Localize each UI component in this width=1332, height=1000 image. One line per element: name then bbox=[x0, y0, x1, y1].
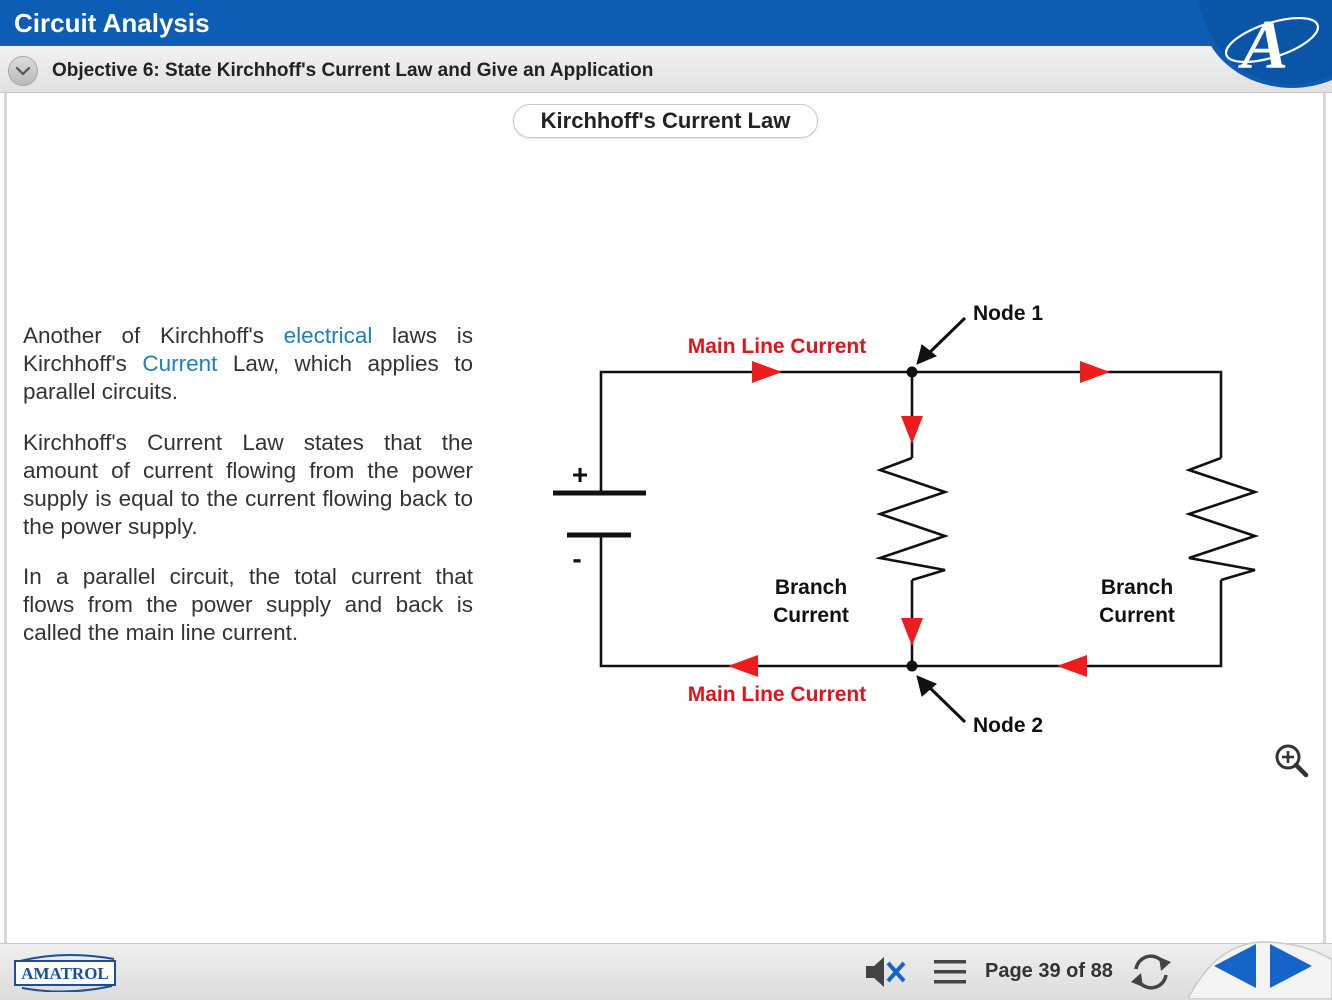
menu-icon[interactable] bbox=[932, 956, 968, 988]
zoom-in-icon[interactable] bbox=[1272, 741, 1310, 779]
arrow-right-top bbox=[1080, 361, 1110, 383]
paragraph-law: Kirchhoff's Current Law states that the … bbox=[23, 430, 473, 539]
circuit-diagram: + - Node 1 Node 2 Main Line Current Main… bbox=[553, 302, 1260, 737]
node-2-label: Node 2 bbox=[973, 714, 1043, 737]
branch-2-label-line2: Current bbox=[1099, 604, 1175, 627]
branch-1-label-line2: Current bbox=[773, 604, 849, 627]
prev-arrow-icon[interactable] bbox=[1212, 942, 1258, 990]
branch-2-label-line1: Branch bbox=[1101, 576, 1173, 599]
main-line-current-bottom-label: Main Line Current bbox=[688, 683, 867, 706]
paragraph-text: Law, which applies to parallel circuits. bbox=[23, 351, 473, 404]
node-2-dot bbox=[906, 660, 918, 672]
paragraph-parallel: In a parallel circuit, the total current… bbox=[23, 564, 473, 645]
paragraph-intro: Another of Kirchhoff's electrical laws i… bbox=[23, 322, 473, 406]
plus-sign: + bbox=[572, 459, 588, 490]
glossary-link-electrical[interactable]: electrical bbox=[283, 323, 373, 348]
amatrol-a-logo: A bbox=[1192, 0, 1332, 88]
node-1-label: Node 1 bbox=[973, 302, 1043, 325]
reload-icon[interactable] bbox=[1128, 950, 1174, 994]
slide-title: Kirchhoff's Current Law bbox=[513, 104, 818, 138]
branch-1-label-line1: Branch bbox=[775, 576, 847, 599]
amatrol-brand-logo[interactable]: AMATROL bbox=[14, 952, 118, 992]
arrow-main-bottom bbox=[728, 655, 758, 677]
glossary-link-current[interactable]: Current bbox=[142, 351, 218, 376]
mute-icon[interactable] bbox=[864, 954, 908, 990]
paragraph-text: Another of Kirchhoff's bbox=[23, 323, 284, 348]
arrow-branch-down-bottom bbox=[901, 618, 923, 646]
nav-panel bbox=[1188, 941, 1332, 999]
resistor-branch-2 bbox=[1184, 456, 1260, 582]
resistor-branch-1 bbox=[874, 456, 950, 582]
paragraph-text: laws is Kirchhoff's bbox=[23, 323, 473, 376]
node-1-dot bbox=[906, 366, 918, 378]
objective-bar bbox=[0, 46, 1332, 93]
minus-sign: - bbox=[572, 543, 581, 574]
collapse-button[interactable] bbox=[8, 56, 38, 86]
app-title: Circuit Analysis bbox=[14, 8, 210, 38]
svg-text:A: A bbox=[1238, 7, 1289, 84]
arrow-branch-down-top bbox=[901, 416, 923, 444]
objective-title: Objective 6: State Kirchhoff's Current L… bbox=[52, 60, 654, 81]
footer-bar bbox=[0, 943, 1332, 1000]
current-arrows bbox=[728, 361, 1110, 677]
node-pointers bbox=[916, 316, 967, 724]
chevron-down-icon bbox=[15, 66, 31, 76]
content-frame bbox=[4, 93, 1326, 943]
main-line-current-top-label: Main Line Current bbox=[688, 335, 867, 358]
title-bar: Circuit Analysis bbox=[0, 0, 1332, 46]
next-arrow-icon[interactable] bbox=[1268, 942, 1314, 990]
arrow-right-bottom bbox=[1057, 655, 1087, 677]
svg-text:AMATROL: AMATROL bbox=[21, 964, 109, 983]
page-indicator: Page 39 of 88 bbox=[985, 960, 1113, 982]
arrow-main-top bbox=[752, 361, 782, 383]
